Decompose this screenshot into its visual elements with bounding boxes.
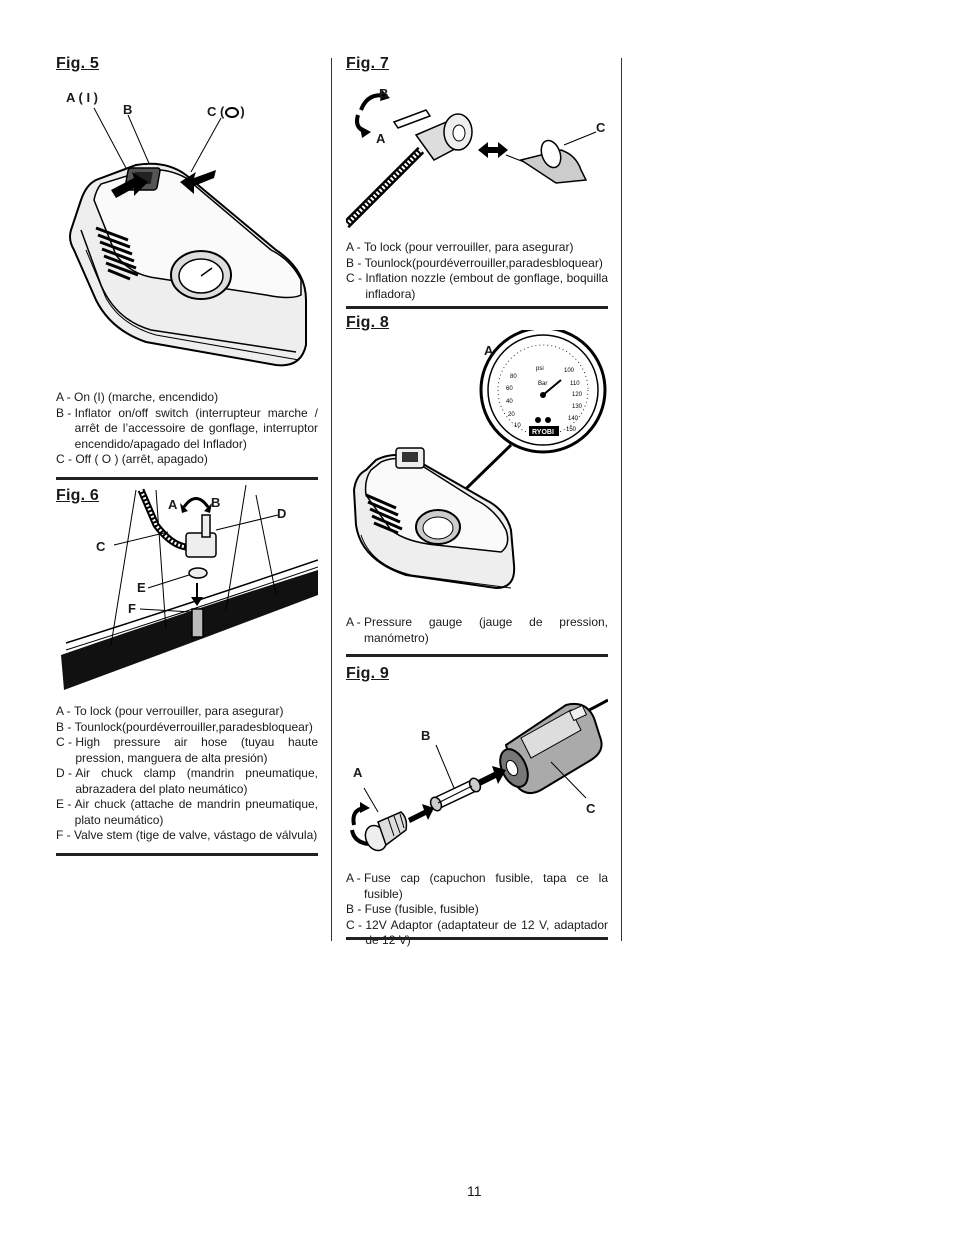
legend-item: A - To lock (pour verrouiller, para aseg…: [346, 240, 574, 254]
legend-item: C - High pressure air hose (tuyau haute …: [56, 735, 318, 765]
legend-item: B - Fuse (fusible, fusible): [346, 902, 479, 916]
legend-item: A - Pressure gauge (jauge de pression, m…: [346, 615, 608, 645]
fig7-title: Fig. 7: [346, 55, 389, 72]
fig8-callout-a: A: [484, 343, 494, 358]
fig9-callout-c: C: [586, 801, 596, 816]
fig9-callout-b: B: [421, 728, 431, 743]
legend-item: B - Tounlock(pourdéverrouiller,paradesbl…: [346, 255, 603, 270]
off-circle-icon: [225, 107, 240, 119]
fig6-legend: A - To lock (pour verrouiller, para aseg…: [56, 704, 318, 844]
legend-item: A - To lock (pour verrouiller, para aseg…: [56, 704, 284, 718]
fig5-legend: A - On (I) (marche, encendido) B - Infla…: [56, 390, 318, 468]
legend-item: B - Tounlock(pourdéverrouiller,paradesbl…: [56, 719, 313, 734]
legend-item: C - Inflation nozzle (embout de gonflage…: [346, 271, 608, 301]
fig7-callout-a: A: [376, 131, 386, 146]
section-divider: [346, 654, 608, 657]
fig6-callout-a: A: [168, 497, 178, 512]
svg-text:60: 60: [506, 386, 513, 392]
section-divider: [56, 477, 318, 480]
svg-text:130: 130: [572, 404, 583, 410]
fig6-callout-f: F: [128, 601, 136, 616]
fig7-nozzle-illustration: [346, 90, 597, 229]
fig5-title: Fig. 5: [56, 55, 99, 72]
gauge-unit-bar: Bar: [538, 381, 547, 387]
fig7-callout-b: B: [379, 86, 389, 101]
fig5-inflator-illustration: [69, 107, 307, 367]
fig6-title: Fig. 6: [56, 487, 99, 504]
gauge-brand-label: RYOBI: [532, 429, 554, 436]
svg-text:80: 80: [510, 374, 517, 380]
fig9-legend: A - Fuse cap (capuchon fusible, tapa ce …: [346, 871, 608, 949]
column-divider: [331, 58, 332, 941]
legend-item: E - Air chuck (attache de mandrin pneuma…: [56, 797, 318, 827]
svg-text:100: 100: [564, 368, 575, 374]
fig6-callout-b: B: [211, 495, 221, 510]
svg-text:140: 140: [568, 416, 579, 422]
legend-item: F - Valve stem (tige de valve, vástago d…: [56, 828, 318, 842]
fig7-legend: A - To lock (pour verrouiller, para aseg…: [346, 240, 608, 302]
fig6-callout-c: C: [96, 539, 106, 554]
svg-text:120: 120: [572, 392, 583, 398]
section-divider: [346, 937, 608, 940]
fig5-callout-b: B: [123, 102, 133, 117]
svg-text:150: 150: [566, 427, 577, 433]
fig8-title: Fig. 8: [346, 314, 389, 331]
fig9-title: Fig. 9: [346, 665, 389, 682]
svg-text:10: 10: [514, 423, 521, 429]
legend-item: A - Fuse cap (capuchon fusible, tapa ce …: [346, 871, 608, 901]
fig5-callout-c: C (): [207, 104, 245, 119]
fig7-callout-c: C: [596, 120, 606, 135]
fig6-callout-d: D: [277, 506, 287, 521]
svg-text:40: 40: [506, 399, 513, 405]
column-divider: [621, 58, 622, 941]
legend-item: C - 12V Adaptor (adaptateur de 12 V, ada…: [346, 917, 608, 948]
fig8-legend: A - Pressure gauge (jauge de pression, m…: [346, 615, 608, 646]
section-divider: [346, 306, 608, 309]
legend-item: D - Air chuck clamp (mandrin pneumatique…: [56, 766, 318, 796]
svg-text:110: 110: [570, 381, 580, 387]
legend-item: C - Off ( O ) (arrêt, apagado): [56, 452, 208, 466]
svg-text:20: 20: [508, 412, 515, 418]
gauge-unit-psi: psi: [536, 366, 544, 372]
fig5-callout-a: A ( I ): [66, 90, 99, 105]
legend-item: B - Inflator on/off switch (interrupteur…: [56, 405, 318, 451]
fig9-adaptor-illustration: [350, 698, 608, 852]
page-number: 11: [467, 1183, 482, 1199]
fig6-callout-e: E: [137, 580, 146, 595]
section-divider: [56, 853, 318, 856]
fig6-wheel-illustration: [61, 485, 318, 690]
fig9-callout-a: A: [353, 765, 363, 780]
legend-item: A - On (I) (marche, encendido): [56, 390, 219, 404]
